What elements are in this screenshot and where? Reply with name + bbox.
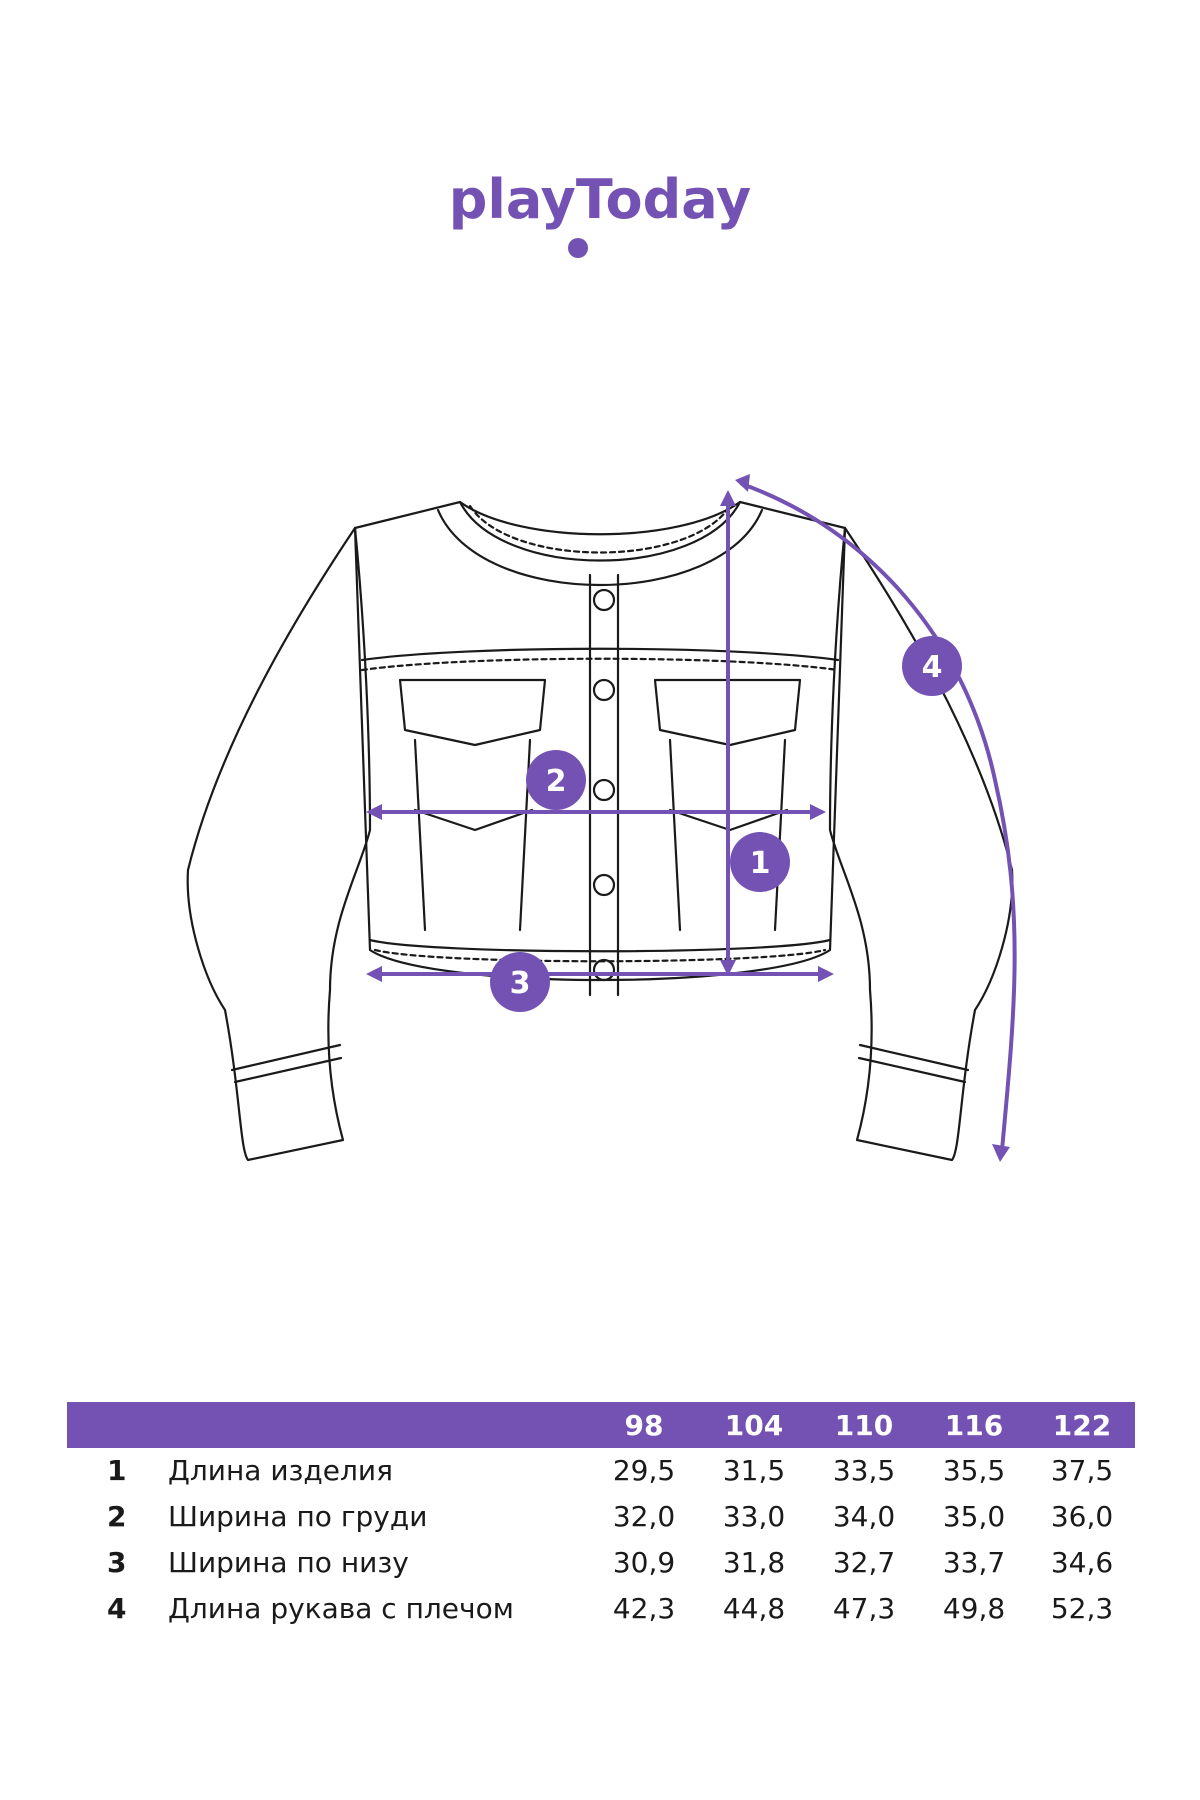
row-value: 32,0 xyxy=(612,1500,676,1533)
size-122: 122 xyxy=(1052,1409,1112,1442)
svg-text:2: 2 xyxy=(546,764,567,799)
row-value: 30,9 xyxy=(612,1546,676,1579)
size-104: 104 xyxy=(724,1409,784,1442)
row-value: 33,0 xyxy=(722,1500,786,1533)
row-value: 42,3 xyxy=(612,1592,676,1625)
row-value: 31,8 xyxy=(722,1546,786,1579)
row-value: 49,8 xyxy=(942,1592,1006,1625)
size-116: 116 xyxy=(944,1409,1004,1442)
marker-2: 2 xyxy=(526,750,586,810)
table-row: 1 Длина изделия 29,5 31,5 33,5 35,5 37,5 xyxy=(67,1448,1135,1494)
table-row: 3 Ширина по низу 30,9 31,8 32,7 33,7 34,… xyxy=(67,1540,1135,1586)
size-table-header: 98 104 110 116 122 xyxy=(67,1402,1135,1448)
row-value: 36,0 xyxy=(1050,1500,1114,1533)
row-label: Ширина по низу xyxy=(168,1546,409,1579)
row-value: 32,7 xyxy=(832,1546,896,1579)
size-table: 98 104 110 116 122 1 Длина изделия 29,5 … xyxy=(67,1402,1135,1632)
marker-1: 1 xyxy=(730,832,790,892)
marker-3: 3 xyxy=(490,952,550,1012)
marker-4: 4 xyxy=(902,636,962,696)
brand-logo: playToday xyxy=(0,150,1200,264)
jacket-sketch: 1 2 3 4 xyxy=(186,474,1017,1162)
row-number: 2 xyxy=(107,1500,127,1533)
row-label: Ширина по груди xyxy=(168,1500,428,1533)
table-row: 4 Длина рукава с плечом 42,3 44,8 47,3 4… xyxy=(67,1586,1135,1632)
row-value: 37,5 xyxy=(1050,1454,1114,1487)
playtoday-logo: playToday xyxy=(449,168,752,258)
jacket-diagram: 1 2 3 4 xyxy=(0,450,1200,1190)
row-value: 34,6 xyxy=(1050,1546,1114,1579)
row-value: 29,5 xyxy=(612,1454,676,1487)
row-number: 1 xyxy=(107,1454,127,1487)
row-label: Длина изделия xyxy=(168,1454,393,1487)
row-value: 44,8 xyxy=(722,1592,786,1625)
svg-text:3: 3 xyxy=(510,966,531,1001)
row-value: 34,0 xyxy=(832,1500,896,1533)
row-value: 31,5 xyxy=(722,1454,786,1487)
row-value: 35,0 xyxy=(942,1500,1006,1533)
row-value: 52,3 xyxy=(1050,1592,1114,1625)
svg-text:playToday: playToday xyxy=(449,168,752,231)
row-label: Длина рукава с плечом xyxy=(168,1592,514,1625)
row-value: 47,3 xyxy=(832,1592,896,1625)
table-row: 2 Ширина по груди 32,0 33,0 34,0 35,0 36… xyxy=(67,1494,1135,1540)
row-number: 3 xyxy=(107,1546,127,1579)
size-98: 98 xyxy=(624,1409,664,1442)
row-value: 33,5 xyxy=(832,1454,896,1487)
row-value: 33,7 xyxy=(942,1546,1006,1579)
row-number: 4 xyxy=(107,1592,127,1625)
svg-text:1: 1 xyxy=(750,846,771,881)
row-value: 35,5 xyxy=(942,1454,1006,1487)
svg-text:4: 4 xyxy=(922,650,943,685)
size-110: 110 xyxy=(834,1409,894,1442)
